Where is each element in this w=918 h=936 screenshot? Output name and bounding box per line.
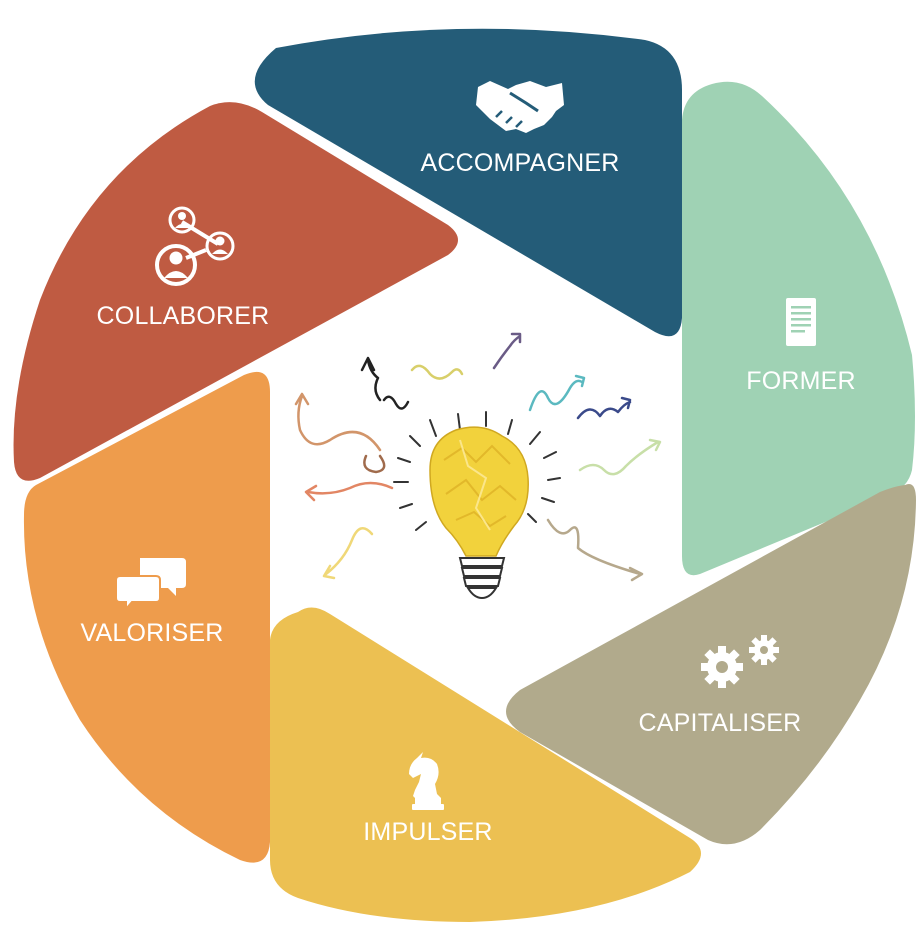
- scribble-arrows: [294, 332, 662, 582]
- segment-accompagner-shape: [254, 28, 682, 337]
- segment-valoriser-shape: [23, 371, 270, 863]
- segment-impulser-shape: [270, 607, 701, 922]
- segment-capitaliser-label: CAPITALISER: [639, 709, 802, 737]
- segment-accompagner-label: ACCOMPAGNER: [421, 149, 620, 177]
- handshake-icon: [476, 81, 564, 133]
- network-people-icon: [155, 206, 235, 286]
- segment-collaborer-shape: [13, 102, 458, 481]
- crumpled-paper-lightbulb-icon: [294, 332, 662, 600]
- speech-bubbles-icon: [115, 558, 186, 612]
- segment-impulser[interactable]: IMPULSER: [270, 607, 701, 922]
- segment-collaborer[interactable]: COLLABORER: [13, 102, 458, 481]
- segment-valoriser-label: VALORISER: [80, 619, 223, 647]
- crumpled-paper-bulb: [429, 426, 529, 557]
- segment-accompagner[interactable]: ACCOMPAGNER: [254, 28, 682, 337]
- chess-knight-icon: [409, 752, 444, 810]
- bulb-base: [458, 557, 506, 600]
- segment-collaborer-label: COLLABORER: [97, 302, 270, 330]
- segment-impulser-label: IMPULSER: [363, 818, 492, 846]
- document-icon: [786, 298, 816, 346]
- segment-former-label: FORMER: [746, 367, 856, 395]
- segment-valoriser[interactable]: VALORISER: [23, 371, 270, 863]
- segment-capitaliser[interactable]: CAPITALISER: [506, 484, 916, 845]
- segment-former[interactable]: FORMER: [682, 81, 915, 576]
- gears-icon: [701, 635, 779, 688]
